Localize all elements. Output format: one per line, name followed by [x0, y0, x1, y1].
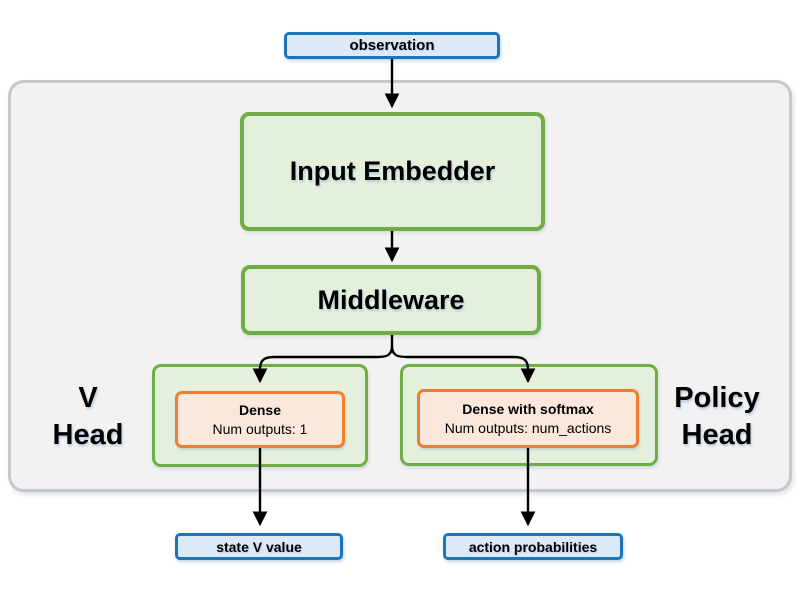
v-head-label-line2: Head	[52, 419, 124, 451]
policy-head-label-line1: Policy	[674, 382, 760, 414]
v-head-label-line1: V	[78, 382, 98, 414]
middleware-node: Middleware	[241, 265, 541, 335]
policy-head-dense-title: Dense with softmax	[462, 400, 594, 417]
observation-label: observation	[349, 37, 435, 54]
observation-node: observation	[284, 32, 500, 59]
policy-head-dense-node: Dense with softmax Num outputs: num_acti…	[417, 389, 639, 448]
policy-head-label: Policy Head	[656, 380, 778, 454]
policy-head-dense-subtitle: Num outputs: num_actions	[444, 419, 612, 436]
policy-head-label-line2: Head	[681, 419, 753, 451]
input-embedder-label: Input Embedder	[289, 156, 496, 186]
action-probabilities-label: action probabilities	[468, 538, 598, 555]
action-probabilities-node: action probabilities	[443, 533, 623, 560]
v-head-label: V Head	[28, 380, 148, 454]
state-v-value-label: state V value	[216, 538, 302, 555]
v-head-dense-subtitle: Num outputs: 1	[212, 420, 308, 437]
v-head-dense-title: Dense	[238, 401, 282, 418]
middleware-label: Middleware	[317, 284, 465, 315]
input-embedder-node: Input Embedder	[240, 112, 545, 231]
v-head-dense-node: Dense Num outputs: 1	[175, 391, 345, 448]
state-v-value-node: state V value	[175, 533, 343, 560]
